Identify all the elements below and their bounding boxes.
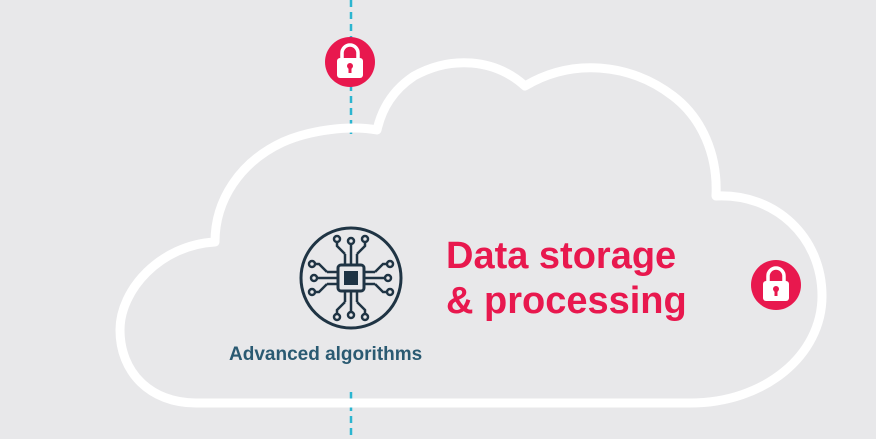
chip-icon xyxy=(299,226,403,330)
lock-icon xyxy=(751,260,801,310)
cloud-outline xyxy=(115,58,827,408)
algorithms-label: Advanced algorithms xyxy=(229,344,423,365)
lock-icon xyxy=(325,37,375,87)
title-line-1: Data storage xyxy=(446,235,677,277)
title-line-2: & processing xyxy=(446,280,687,322)
